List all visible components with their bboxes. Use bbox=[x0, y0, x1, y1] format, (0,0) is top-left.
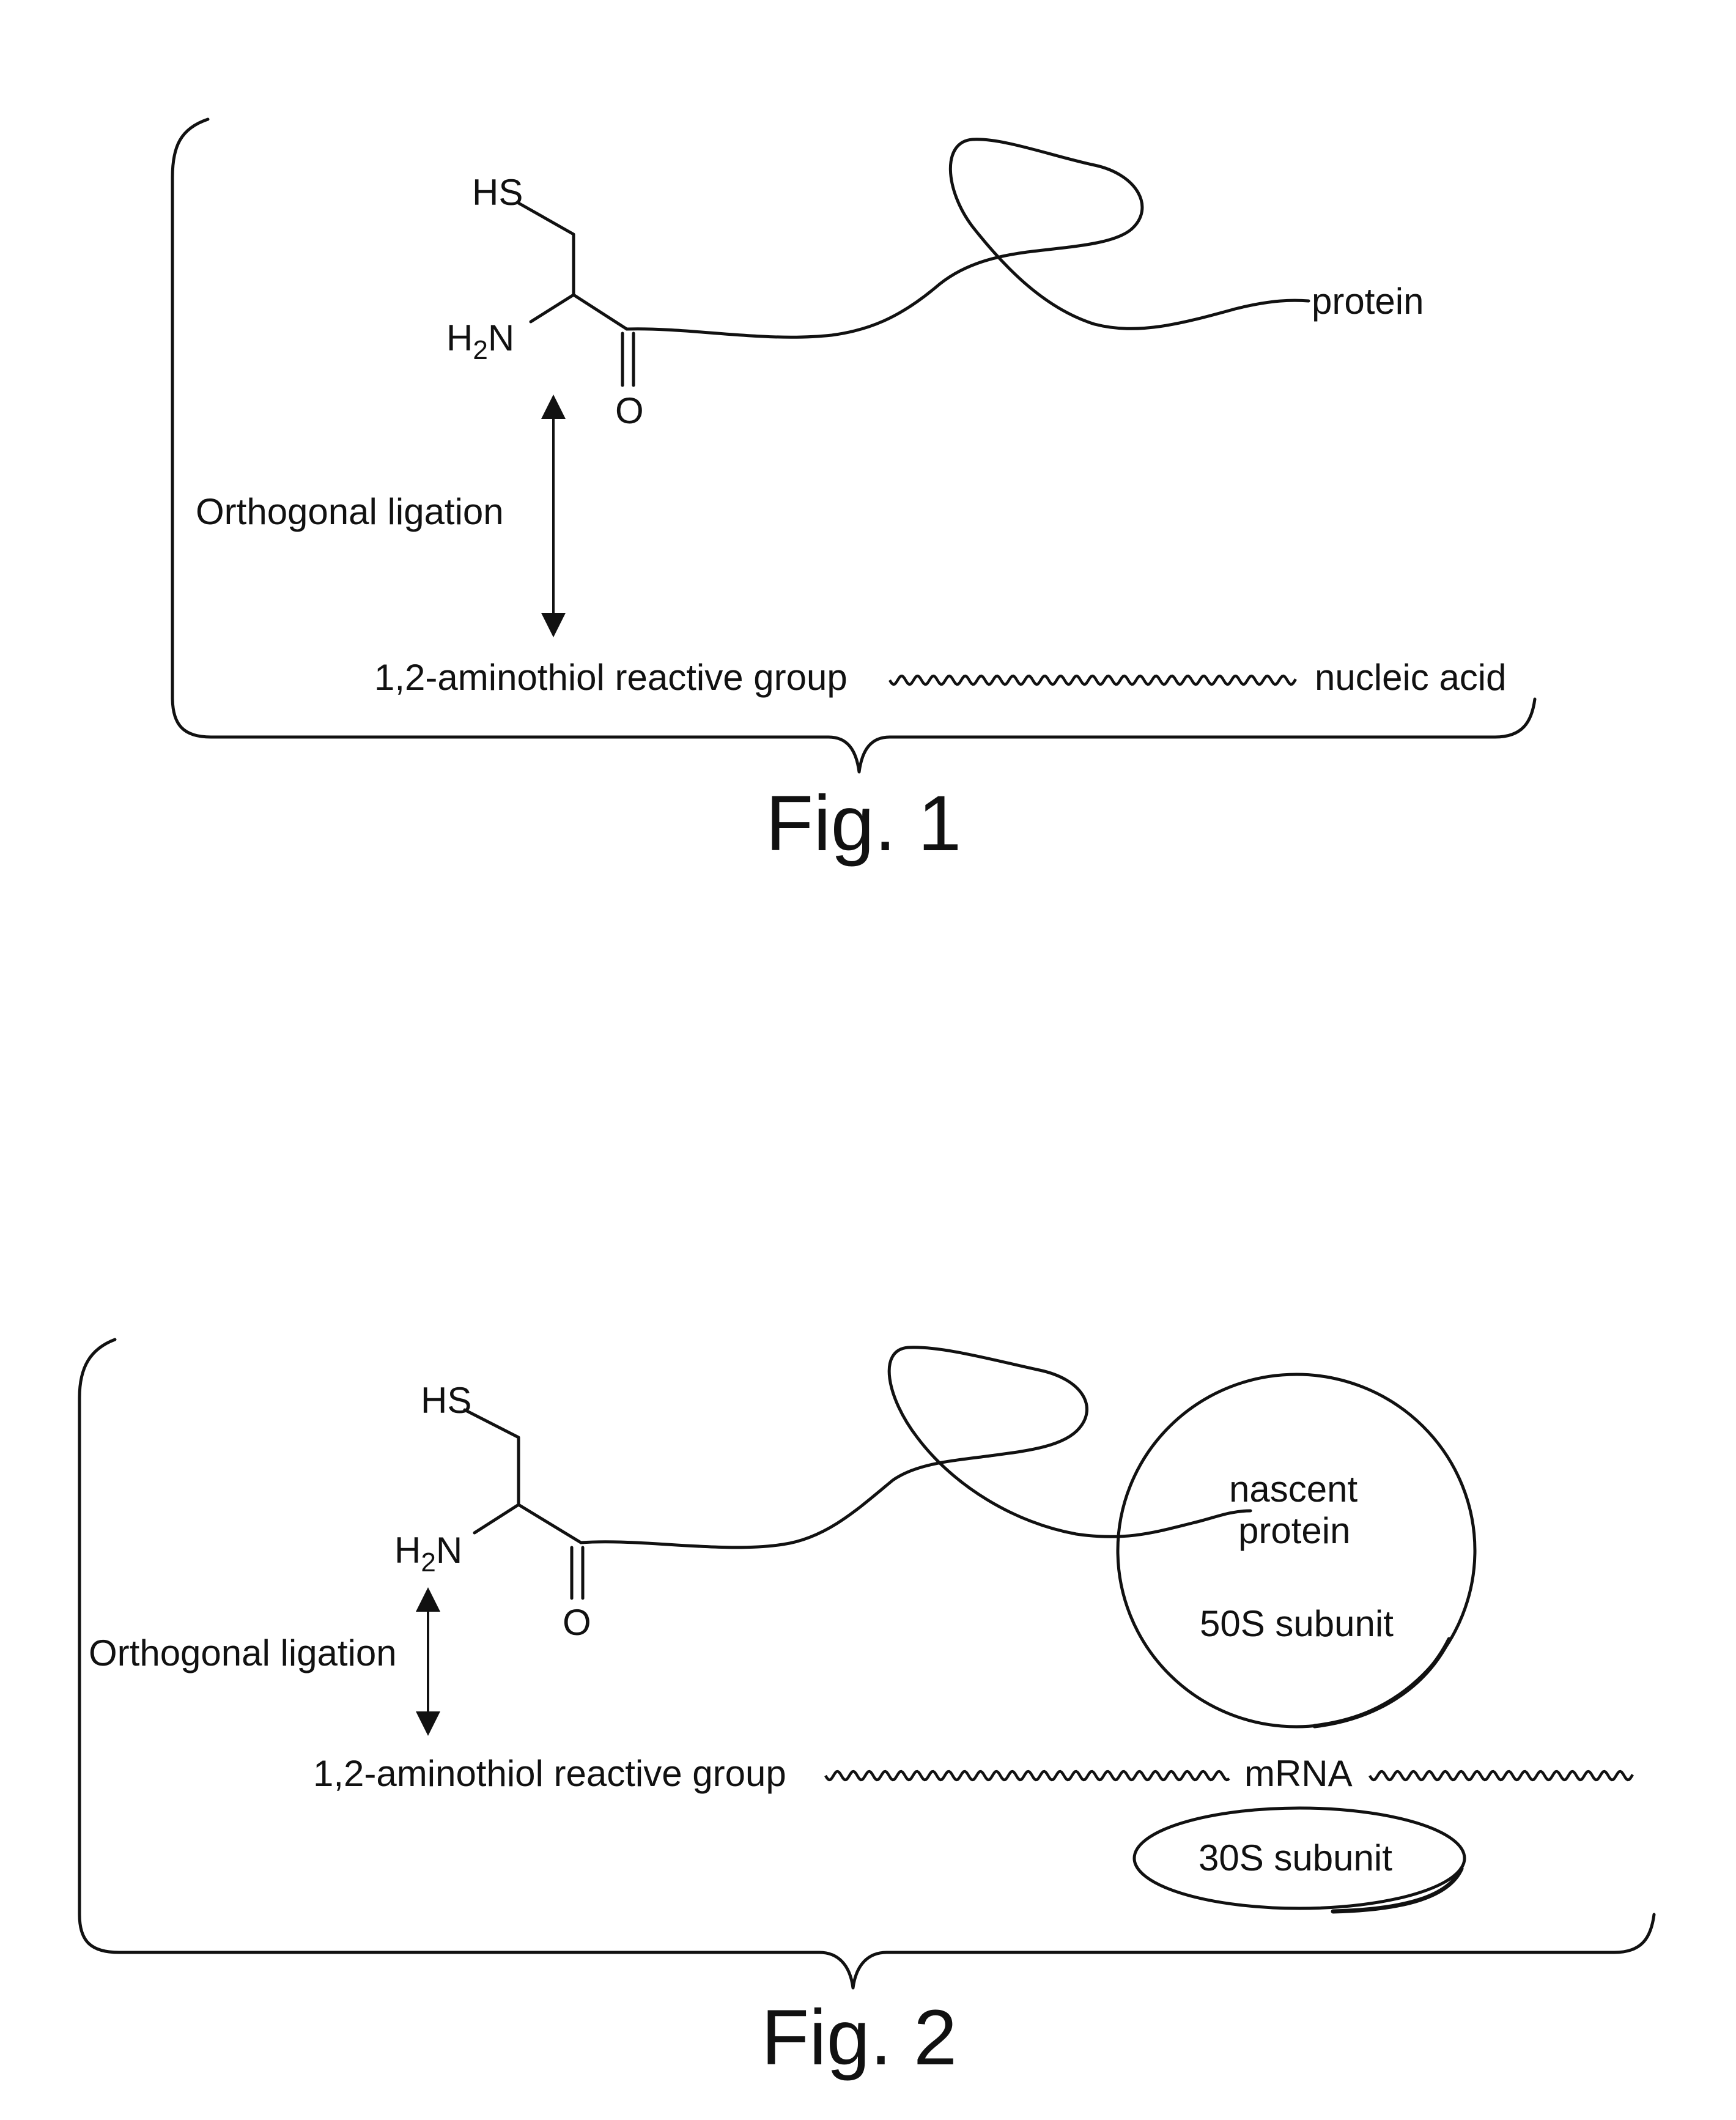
fig1-carbonyl-double-bond bbox=[622, 333, 633, 385]
fig1-thiol-bond bbox=[519, 203, 574, 295]
fig2-nascent-label: nascent bbox=[1229, 1469, 1357, 1510]
fig1-protein-label: protein bbox=[1312, 281, 1424, 322]
fig1-amine-bond bbox=[531, 295, 574, 322]
fig1-nucleic-acid-strand bbox=[890, 676, 1296, 684]
fig1-amine-label: H2N bbox=[446, 317, 514, 365]
fig1-nucleic-acid-label: nucleic acid bbox=[1315, 657, 1507, 698]
fig2-ligation-label: Orthogonal ligation bbox=[89, 1633, 397, 1673]
fig2-mrna-strand-left bbox=[826, 1771, 1229, 1780]
fig2-carbonyl-o-label: O bbox=[563, 1602, 591, 1643]
fig2-mrna-label: mRNA bbox=[1244, 1753, 1353, 1794]
fig2-50s-subunit-shadow bbox=[1315, 1639, 1449, 1726]
fig2-reactive-group-label: 1,2-aminothiol reactive group bbox=[313, 1753, 786, 1794]
fig2-amine-bond bbox=[475, 1505, 519, 1533]
fig2-caption: Fig. 2 bbox=[761, 1994, 957, 2081]
figure-2: HS H2N O nascent protein 50S subunit Ort… bbox=[79, 1340, 1654, 2081]
fig2-30s-label: 30S subunit bbox=[1199, 1837, 1392, 1878]
fig1-caption: Fig. 1 bbox=[766, 780, 961, 867]
fig1-ligation-label: Orthogonal ligation bbox=[196, 491, 504, 532]
fig1-protein-chain bbox=[627, 139, 1309, 337]
fig2-thiol-bond bbox=[465, 1410, 519, 1505]
fig1-reactive-group-label: 1,2-aminothiol reactive group bbox=[374, 657, 848, 698]
fig2-protein-label: protein bbox=[1238, 1510, 1350, 1551]
fig2-carbonyl-double-bond bbox=[572, 1547, 583, 1598]
fig2-50s-label: 50S subunit bbox=[1200, 1603, 1394, 1644]
fig1-thiol-label: HS bbox=[472, 172, 523, 213]
fig2-backbone-bond bbox=[519, 1505, 581, 1543]
figure-1: HS H2N O protein Orthogonal ligation 1,2… bbox=[172, 119, 1535, 867]
fig1-carbonyl-o-label: O bbox=[615, 390, 644, 431]
fig2-amine-label: H2N bbox=[394, 1530, 462, 1577]
fig2-mrna-strand-right bbox=[1370, 1771, 1633, 1780]
fig2-thiol-label: HS bbox=[421, 1380, 471, 1421]
fig1-backbone-bond bbox=[574, 295, 627, 329]
